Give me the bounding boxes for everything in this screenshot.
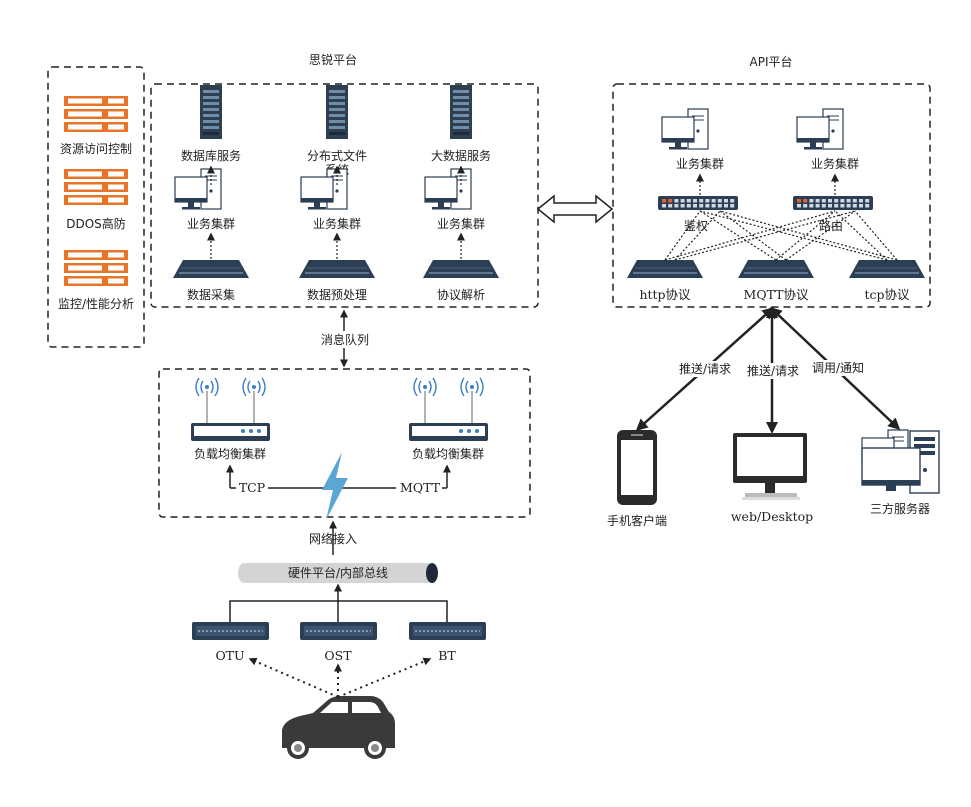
sirui-server-label: 大数据服务 bbox=[431, 148, 491, 163]
phone-icon bbox=[617, 430, 657, 505]
dotted-link bbox=[854, 210, 898, 261]
hub-icon bbox=[173, 260, 249, 278]
server-stack-icon bbox=[64, 250, 128, 286]
sirui-cluster-label: 业务集群 bbox=[187, 216, 235, 231]
client-label: 手机客户端 bbox=[607, 513, 667, 528]
security-label: 资源访问控制 bbox=[60, 142, 132, 156]
tcp-label: TCP bbox=[239, 480, 265, 495]
client-edge-label: 调用/通知 bbox=[812, 361, 864, 375]
load-balancer-icon bbox=[409, 377, 488, 441]
api-switch-label: 路由 bbox=[819, 218, 843, 233]
client-edge-label: 推送/请求 bbox=[747, 363, 799, 378]
business-cluster-icon bbox=[796, 108, 844, 150]
bus-label: 硬件平台/内部总线 bbox=[288, 565, 388, 580]
dotted-link bbox=[674, 210, 721, 261]
security-panel bbox=[47, 66, 145, 348]
dotted-link bbox=[775, 210, 836, 261]
server-stack-icon bbox=[64, 169, 128, 205]
database-server-icon bbox=[326, 85, 348, 139]
device-icon bbox=[409, 622, 486, 640]
device-icon bbox=[300, 622, 377, 640]
hub-icon bbox=[627, 260, 703, 278]
hub-icon bbox=[849, 260, 925, 278]
load-balancer-label: 负载均衡集群 bbox=[194, 446, 266, 461]
device-label: BT bbox=[438, 648, 456, 663]
api-cluster-label: 业务集群 bbox=[676, 156, 724, 171]
business-cluster-icon bbox=[661, 108, 709, 150]
mqtt-label: MQTT bbox=[400, 480, 441, 495]
security-label: 监控/性能分析 bbox=[58, 297, 134, 311]
platform-link-arrow bbox=[536, 194, 614, 224]
network-access-label: 网络接入 bbox=[309, 531, 357, 546]
load-balancer-box bbox=[158, 368, 531, 518]
switch-icon bbox=[793, 196, 873, 210]
sirui-entry-label: 协议解析 bbox=[437, 287, 485, 302]
dotted-link bbox=[834, 210, 888, 261]
database-server-icon bbox=[450, 85, 472, 139]
business-cluster-icon bbox=[424, 168, 472, 210]
queue-label: 消息队列 bbox=[321, 332, 369, 347]
hub-icon bbox=[299, 260, 375, 278]
device-label: OST bbox=[324, 648, 352, 663]
monitor-icon bbox=[733, 433, 807, 500]
hub-icon bbox=[423, 260, 499, 278]
sirui-platform-box bbox=[150, 83, 539, 308]
business-cluster-icon bbox=[174, 168, 222, 210]
dotted-link bbox=[699, 210, 888, 261]
database-server-icon bbox=[200, 85, 222, 139]
api-cluster-label: 业务集群 bbox=[811, 156, 859, 171]
dotted-link bbox=[664, 210, 836, 261]
lightning-icon bbox=[322, 452, 348, 520]
server-stack-icon bbox=[64, 96, 128, 132]
client-label: web/Desktop bbox=[731, 509, 813, 524]
api-switch-label: 鉴权 bbox=[684, 219, 708, 233]
sirui-cluster-label: 业务集群 bbox=[437, 216, 485, 231]
security-label: DDOS高防 bbox=[66, 216, 126, 231]
device-label: OTU bbox=[215, 648, 244, 663]
api-protocol-label: http协议 bbox=[639, 287, 691, 302]
dotted-link bbox=[719, 210, 787, 261]
server-screen bbox=[861, 447, 921, 486]
dotted-link bbox=[719, 210, 898, 261]
hub-icon bbox=[738, 260, 814, 278]
load-balancer-icon bbox=[191, 377, 270, 441]
switch-icon bbox=[658, 196, 738, 210]
car-icon bbox=[282, 696, 395, 759]
dotted-link bbox=[674, 210, 856, 261]
bus-cylinder bbox=[238, 563, 438, 583]
api-protocol-label: tcp协议 bbox=[864, 287, 910, 302]
dotted-link bbox=[699, 210, 777, 261]
car-links bbox=[248, 657, 432, 698]
sirui-entry-label: 数据采集 bbox=[187, 287, 235, 302]
client-edge-label: 推送/请求 bbox=[679, 361, 731, 376]
device-icon bbox=[192, 622, 269, 640]
api-protocol-label: MQTT协议 bbox=[744, 287, 809, 302]
sirui-cluster-label: 业务集群 bbox=[313, 216, 361, 231]
client-label: 三方服务器 bbox=[870, 501, 930, 516]
api-title: API平台 bbox=[750, 54, 793, 69]
sirui-server-label: 数据库服务 bbox=[181, 148, 241, 163]
load-balancer-label: 负载均衡集群 bbox=[412, 446, 484, 461]
business-cluster-icon bbox=[300, 168, 348, 210]
sirui-entry-label: 数据预处理 bbox=[307, 287, 367, 302]
sirui-title: 思锐平台 bbox=[309, 52, 357, 67]
